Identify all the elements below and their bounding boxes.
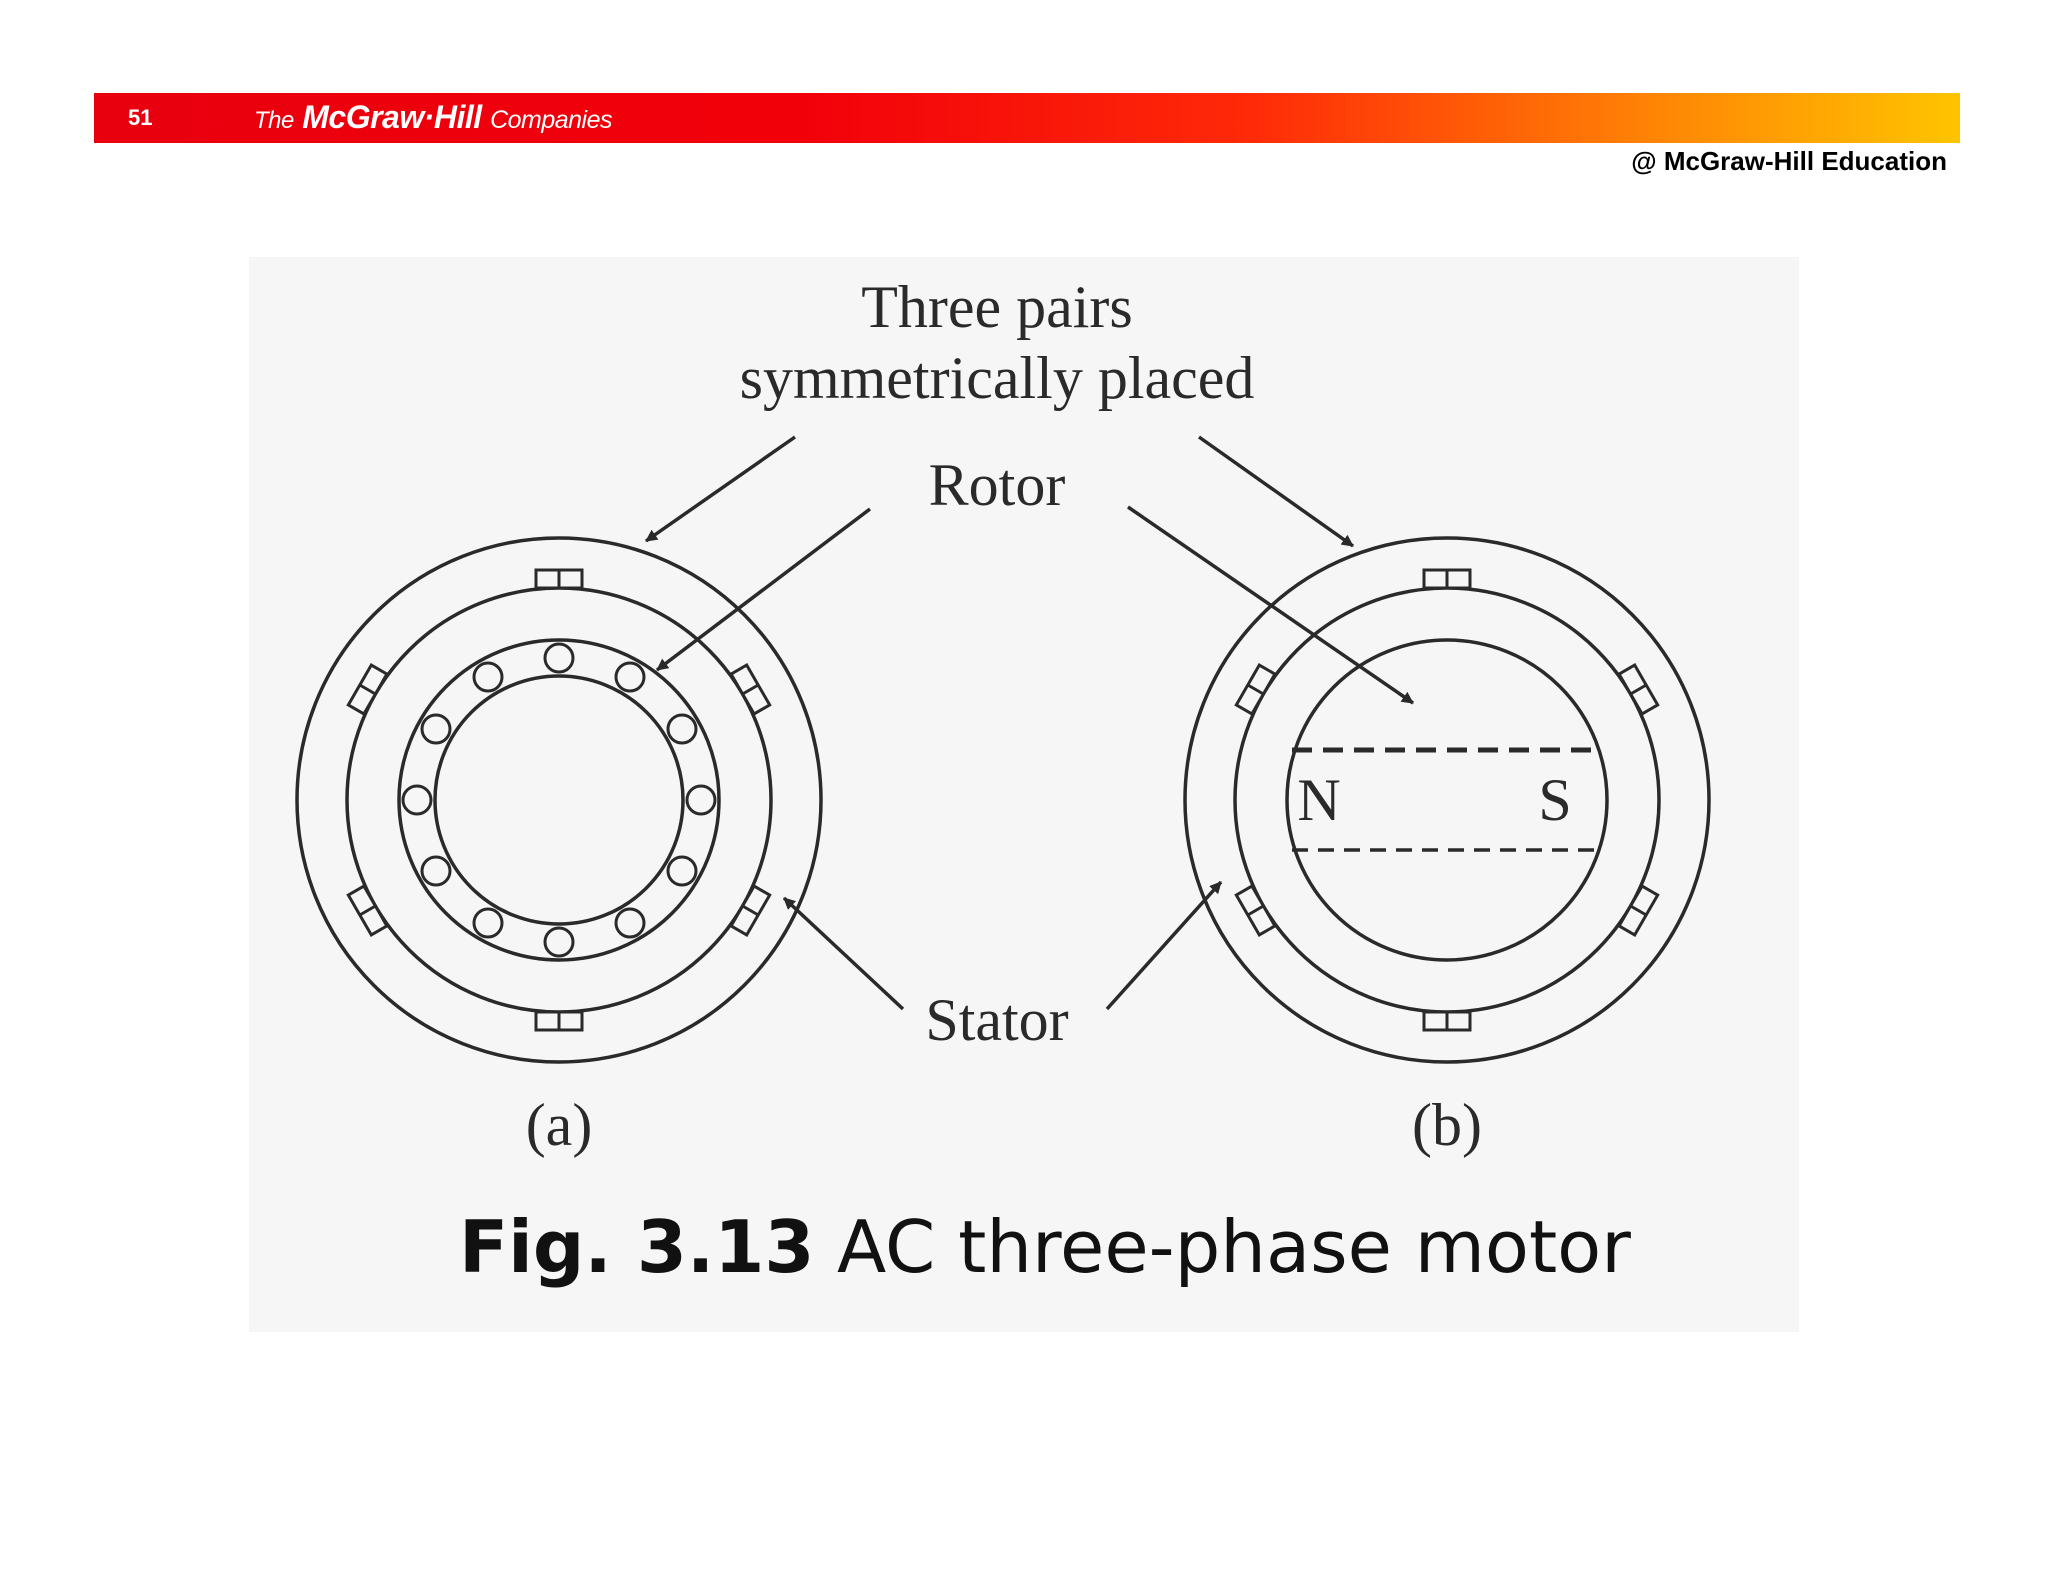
south-pole-label: S [1538,767,1571,833]
motor-diagram: N S Three pairs symmetrically placed Rot… [295,274,1711,1289]
rotor-conductor [685,784,717,816]
motor-b-stator-outer [1183,536,1711,1064]
motor-a-rotor-conductors [401,642,717,958]
rotor-conductor [666,713,698,745]
rotor-arrow-a [655,507,872,672]
rotor-conductor [614,661,646,693]
motor-a-stator-slots [346,568,772,1032]
figure-caption-number: Fig. 3.13 [459,1205,814,1289]
pairs-label-line2: symmetrically placed [740,345,1255,411]
rotor-conductor [472,661,504,693]
rotor-conductor [614,907,646,939]
figure-caption-text: AC three-phase motor [837,1205,1631,1289]
rotor-conductor [666,855,698,887]
motor-a [295,536,823,1064]
pairs-arrow-b [1197,435,1355,548]
north-pole-label: N [1297,767,1340,833]
motor-a-rotor-inner [433,674,685,926]
company-logo: The McGraw·Hill Companies [254,99,613,136]
rotor-arrow-b [1127,505,1414,705]
rotor-conductor [543,642,575,674]
motor-b-rotor [1285,638,1609,962]
figure-panel: N S Three pairs symmetrically placed Rot… [249,257,1799,1332]
rotor-conductor [420,855,452,887]
stator-label: Stator [925,987,1068,1053]
motor-b-stator-slots [1234,568,1660,1032]
stator-arrow-b [1105,880,1223,1011]
pairs-label-line1: Three pairs [861,274,1133,340]
logo-suffix: Companies [490,106,613,134]
rotor-label: Rotor [929,452,1066,518]
rotor-conductor [401,784,433,816]
copyright-notice: @ McGraw-Hill Education [1631,146,1947,176]
motor-b: N S [1183,536,1711,1064]
pairs-arrow-a [644,435,797,543]
rotor-conductor [420,713,452,745]
header-bar: 51 The McGraw·Hill Companies [94,93,1960,143]
subfigure-b-label: (b) [1412,1092,1482,1158]
logo-prefix: The [254,107,294,134]
motor-a-stator-outer [295,536,823,1064]
page-number: 51 [128,105,153,130]
stator-arrow-a [782,896,905,1011]
motor-a-rotor-outer [397,638,721,962]
rotor-conductor [543,926,575,958]
rotor-conductor [472,907,504,939]
subfigure-a-label: (a) [526,1092,593,1158]
leader-arrows [644,435,1414,1011]
logo-brand: McGraw·Hill [302,99,482,135]
